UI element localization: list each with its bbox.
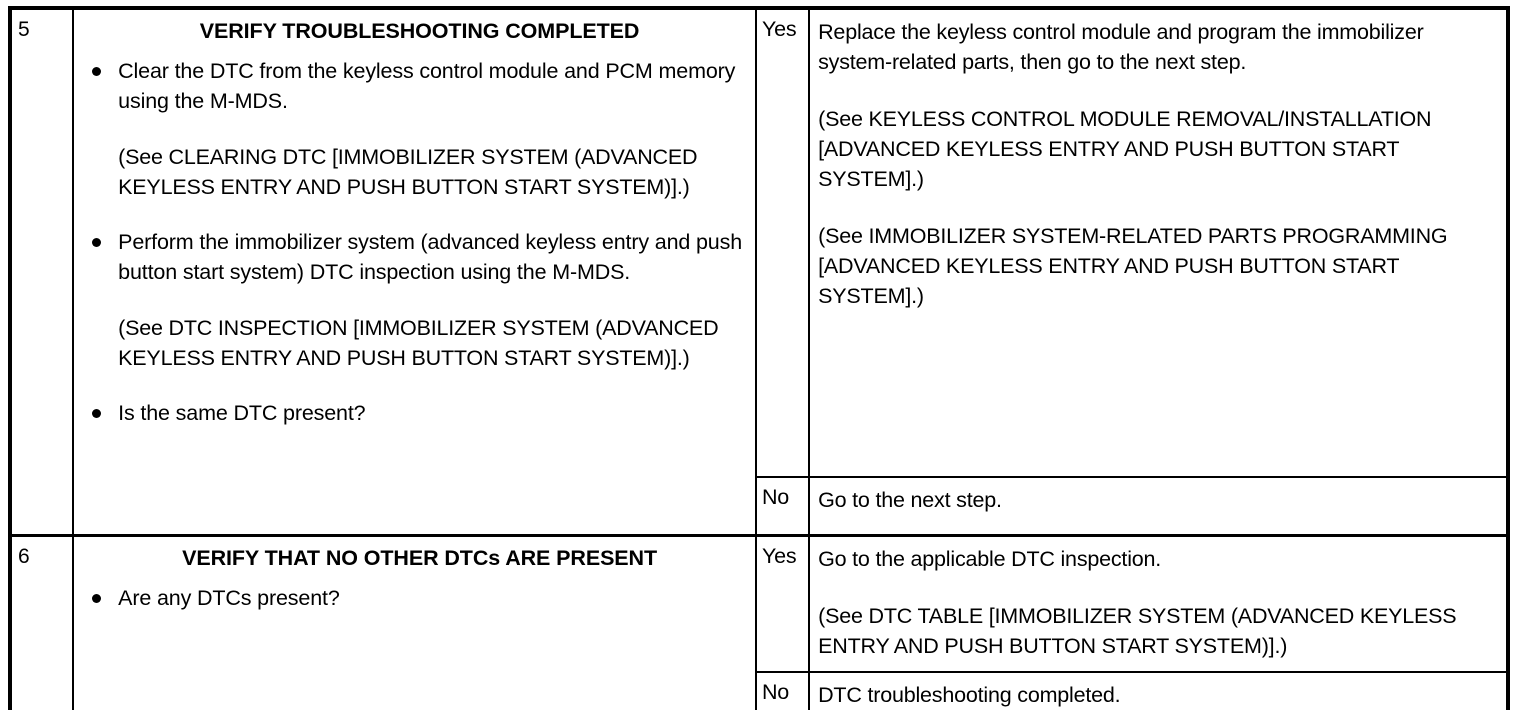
action-cell-no: DTC troubleshooting completed.	[808, 671, 1509, 710]
bullet-text: Perform the immobilizer system (advanced…	[118, 229, 743, 284]
step-number-cell: 5	[8, 7, 75, 537]
answer-label: Yes	[761, 17, 797, 41]
step-inspection-cell: VERIFY TROUBLESHOOTING COMPLETED Clear t…	[72, 7, 757, 537]
table-row: No Go to the next step.	[10, 476, 1509, 537]
answer-cell-yes: Yes	[754, 534, 811, 673]
inspection-bullet-list: Are any DTCs present?	[84, 583, 745, 613]
action-paragraph: Go to the next step.	[818, 488, 1002, 512]
action-paragraph: DTC troubleshooting completed.	[818, 683, 1121, 707]
bullet-reference: (See CLEARING DTC [IMMOBILIZER SYSTEM (A…	[118, 144, 698, 199]
list-item: Is the same DTC present?	[84, 398, 745, 428]
action-paragraph: (See DTC TABLE [IMMOBILIZER SYSTEM (ADVA…	[818, 604, 1457, 658]
answer-cell-no: No	[754, 671, 811, 710]
bullet-text: Clear the DTC from the keyless control m…	[118, 58, 736, 113]
step-number-cell: 6	[8, 534, 75, 710]
answer-label: No	[761, 485, 790, 509]
action-cell-yes: Go to the applicable DTC inspection. (Se…	[808, 534, 1509, 673]
list-item: Clear the DTC from the keyless control m…	[84, 56, 745, 202]
step-title: VERIFY THAT NO OTHER DTCs ARE PRESENT	[182, 546, 658, 570]
troubleshooting-table: 5 VERIFY TROUBLESHOOTING COMPLETED Clear…	[8, 6, 1510, 710]
list-item: Perform the immobilizer system (advanced…	[84, 227, 745, 373]
list-item: Are any DTCs present?	[84, 583, 745, 613]
step-title: VERIFY TROUBLESHOOTING COMPLETED	[199, 19, 640, 43]
action-cell-yes: Replace the keyless control module and p…	[808, 7, 1509, 478]
step-inspection-cell: VERIFY THAT NO OTHER DTCs ARE PRESENT Ar…	[72, 534, 757, 710]
table-row: 5 VERIFY TROUBLESHOOTING COMPLETED Clear…	[8, 7, 1509, 537]
action-paragraph: (See IMMOBILIZER SYSTEM-RELATED PARTS PR…	[818, 224, 1448, 308]
answer-label: Yes	[761, 544, 797, 568]
table-row: 6 VERIFY THAT NO OTHER DTCs ARE PRESENT …	[8, 534, 1509, 710]
action-paragraph: Replace the keyless control module and p…	[818, 20, 1424, 74]
inspection-bullet-list: Clear the DTC from the keyless control m…	[84, 56, 745, 428]
bullet-icon	[92, 237, 102, 247]
answer-cell-yes: Yes	[754, 7, 811, 478]
bullet-reference: (See DTC INSPECTION [IMMOBILIZER SYSTEM …	[118, 315, 719, 370]
bullet-icon	[92, 408, 102, 418]
bullet-text: Is the same DTC present?	[118, 400, 366, 425]
action-cell-no: Go to the next step.	[808, 476, 1509, 537]
bullet-icon	[92, 66, 102, 76]
table-row: No DTC troubleshooting completed.	[10, 671, 1509, 710]
answer-label: No	[761, 680, 790, 704]
answer-cell-no: No	[754, 476, 811, 537]
bullet-icon	[92, 593, 102, 603]
action-paragraph: (See KEYLESS CONTROL MODULE REMOVAL/INST…	[818, 107, 1432, 191]
step-number: 5	[18, 18, 30, 41]
bullet-text: Are any DTCs present?	[118, 585, 340, 610]
step-number: 6	[18, 545, 30, 568]
action-paragraph: Go to the applicable DTC inspection.	[818, 547, 1162, 571]
